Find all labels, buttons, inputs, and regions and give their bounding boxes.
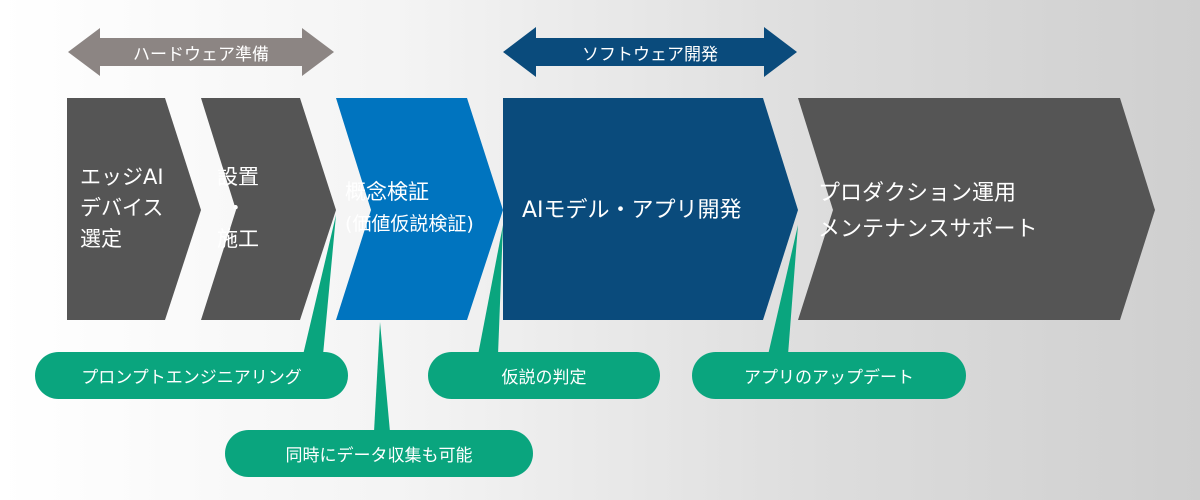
- stage-installation-text: 設置 ・ 施工: [217, 165, 259, 251]
- stage-production: [798, 98, 1155, 320]
- callout-prompt-engineering-label: プロンプトエンジニアリング: [81, 368, 302, 388]
- hardware-prep-arrow: [68, 28, 334, 76]
- stage-ai-app-dev: [503, 98, 798, 320]
- callout-data-collection-label: 同時にデータ収集も可能: [285, 446, 473, 466]
- stage-device-selection-text: エッジAI デバイス 選定: [80, 165, 164, 251]
- callout-hypothesis-judgement-label: 仮説の判定: [501, 368, 587, 388]
- software-dev-label: ソフトウェア開発: [582, 44, 718, 65]
- callout-tail-data: [374, 322, 390, 432]
- callout-app-update-label: アプリのアップデート: [744, 368, 914, 388]
- stage-production-text: プロダクション運用 メンテナンスサポート: [818, 181, 1038, 242]
- stage-poc: [336, 98, 503, 320]
- callout-prompt-engineering: [35, 352, 348, 399]
- stage-poc-text: 概念検証 (価値仮説検証): [345, 180, 474, 235]
- callout-tail-prompt: [303, 215, 336, 355]
- software-dev-arrow: [503, 27, 797, 77]
- callout-tail-update: [768, 225, 798, 355]
- callout-app-update: [692, 352, 966, 399]
- callout-tail-hypothesis: [478, 225, 503, 355]
- hardware-prep-label: ハードウェア準備: [133, 44, 269, 65]
- callout-data-collection: [225, 430, 533, 477]
- stage-ai-app-dev-text: AIモデル・アプリ開発: [522, 198, 742, 223]
- stage-installation: [201, 98, 336, 320]
- callout-hypothesis-judgement: [428, 352, 660, 399]
- stage-device-selection: [67, 98, 201, 320]
